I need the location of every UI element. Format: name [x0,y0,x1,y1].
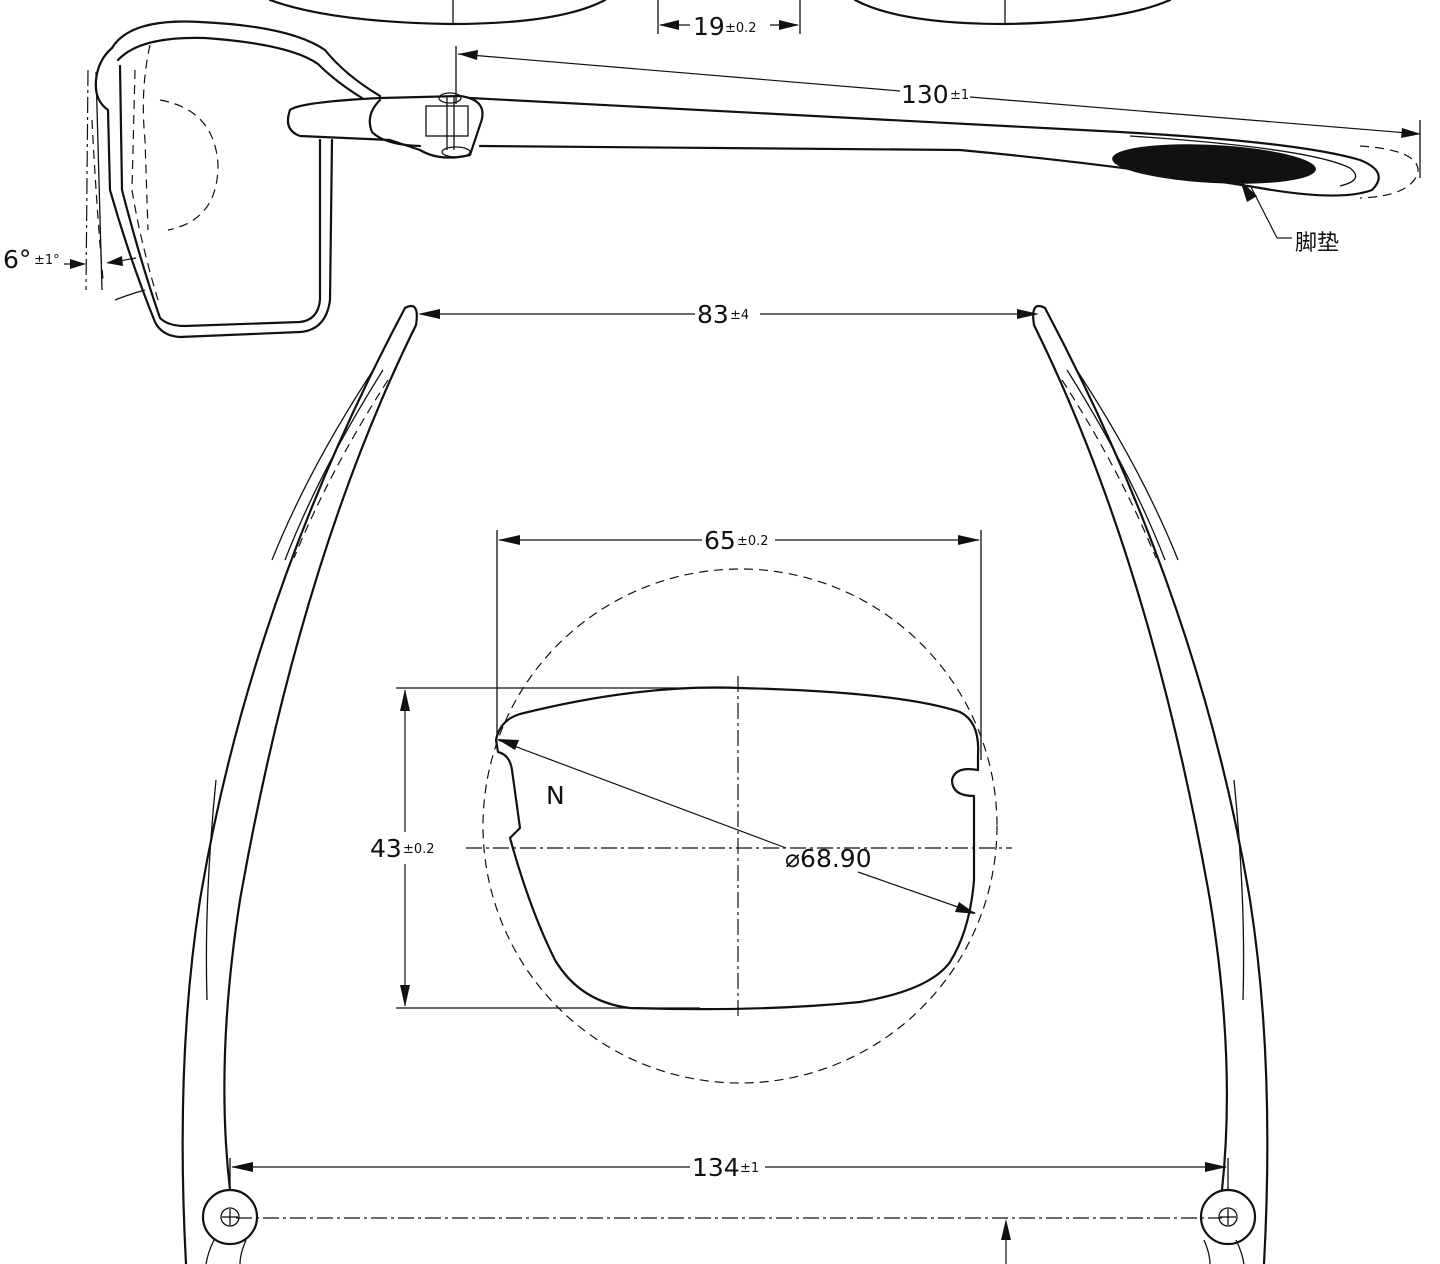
temple-tip-pad [1112,144,1316,184]
lens-height-dimension: 43 ±0.2 [370,834,435,863]
temple-length-value: 130 [901,80,949,109]
hinge-width-tolerance: ±1 [740,1161,759,1176]
side-view [64,20,1421,339]
lens-diameter-value: ⌀68.90 [785,844,872,873]
temple-spread-dimension: 83 ±4 [697,300,749,329]
lens-outline [494,686,980,1011]
temple-spread-value: 83 [697,300,729,329]
hinge-width-dimension: 134 ±1 [692,1153,759,1182]
lens-view [396,530,1012,1084]
top-view-temples [181,304,1269,1264]
temple-spread-tolerance: ±4 [730,308,749,323]
temple-length-tolerance: ±1 [950,88,969,103]
lens-height-value: 43 [370,834,402,863]
tilt-value: 6° [3,245,31,274]
tilt-tolerance: ±1° [34,253,60,268]
hinges [201,1158,1257,1264]
temple-length-dimension: 130 ±1 [901,80,969,109]
lens-width-tolerance: ±0.2 [737,534,769,549]
lens-blank-circle [482,568,998,1084]
bridge-dimension: 19 ±0.2 [693,12,757,41]
lens-width-dimension: 65 ±0.2 [704,526,769,555]
temple-tip-pad-label: 脚垫 [1295,231,1339,256]
front-view-bridge [268,0,1172,34]
bridge-value: 19 [693,12,725,41]
nasal-side-label: N [546,781,565,810]
lens-width-value: 65 [704,526,736,555]
lens-height-tolerance: ±0.2 [403,842,435,857]
tilt-dimension: 6° ±1° [3,245,60,274]
bridge-tolerance: ±0.2 [725,21,757,36]
hinge-width-value: 134 [692,1153,740,1182]
